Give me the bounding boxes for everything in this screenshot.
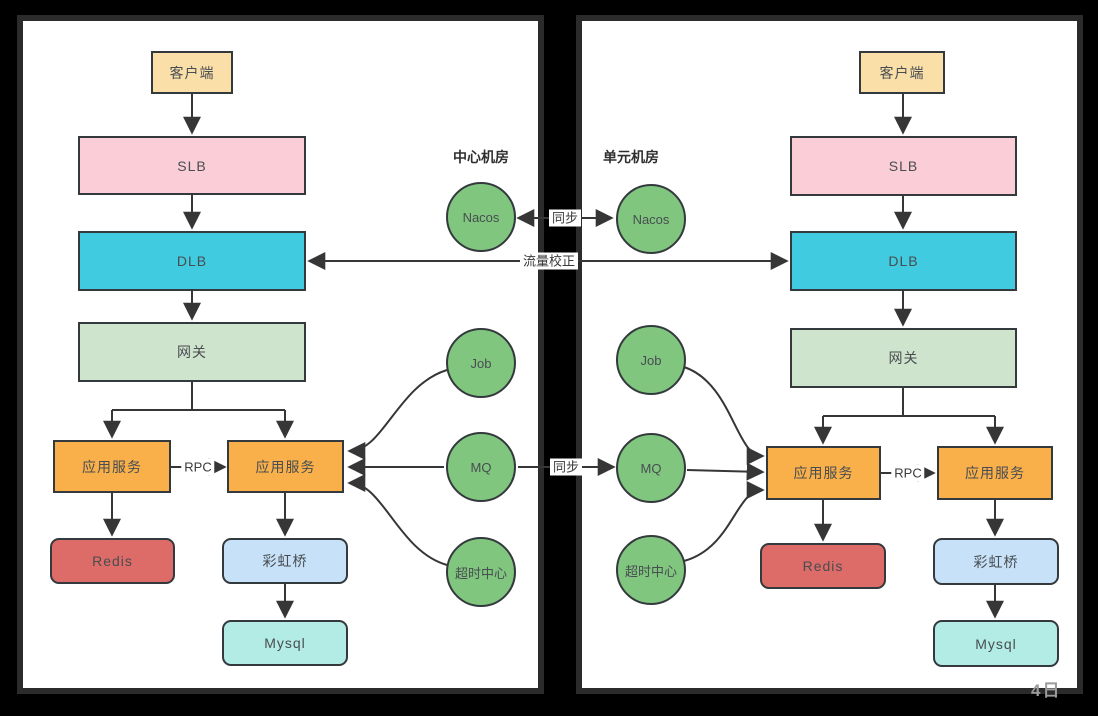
edge-timeout-app-left: [347, 474, 448, 566]
edge-gateway-split-right: [823, 388, 995, 417]
edge-label-nacos-sync: 同步: [548, 209, 582, 227]
circle-mq-right: MQ: [616, 433, 686, 503]
node-mysql-left: Mysql: [222, 620, 348, 666]
region-label-center-room: 中心机房: [453, 149, 509, 165]
circle-mq-left: MQ: [446, 432, 516, 502]
circle-job-left: Job: [446, 328, 516, 398]
watermark: 4日: [1031, 681, 1062, 700]
circle-nacos-right: Nacos: [616, 184, 686, 254]
node-client-right: 客户端: [859, 51, 945, 94]
node-dlb-right: DLB: [790, 231, 1017, 291]
edge-label-mq-sync: 同步: [549, 458, 583, 476]
node-app-service-a-left: 应用服务: [53, 440, 171, 493]
edge-label-rpc-left: RPC: [181, 458, 215, 476]
node-gateway-right: 网关: [790, 328, 1017, 388]
edge-mq-app-right: [686, 462, 765, 481]
circle-timeout-center-right: 超时中心: [616, 535, 686, 605]
node-slb-right: SLB: [790, 136, 1017, 196]
edge-label-rpc-right: RPC: [891, 464, 925, 482]
node-client-left: 客户端: [151, 51, 233, 94]
node-mysql-right: Mysql: [933, 620, 1059, 667]
node-slb-left: SLB: [78, 136, 306, 195]
edge-gateway-split-left: [112, 382, 285, 411]
circle-nacos-left: Nacos: [446, 182, 516, 252]
node-dlb-left: DLB: [78, 231, 306, 291]
edge-timeout-app-right: [683, 481, 765, 562]
edge-job-app-right: [683, 366, 765, 465]
region-label-unit-room: 单元机房: [603, 149, 659, 165]
node-app-service-b-right: 应用服务: [937, 446, 1053, 500]
node-gateway-left: 网关: [78, 322, 306, 382]
node-app-service-b-left: 应用服务: [227, 440, 344, 493]
edge-job-app-left: [347, 369, 448, 460]
node-rainbow-bridge-left: 彩虹桥: [222, 538, 348, 584]
node-redis-left: Redis: [50, 538, 175, 584]
circle-timeout-center-left: 超时中心: [446, 537, 516, 607]
node-rainbow-bridge-right: 彩虹桥: [933, 538, 1059, 585]
node-app-service-a-right: 应用服务: [766, 446, 881, 500]
node-redis-right: Redis: [760, 543, 886, 589]
edge-label-traffic-correction: 流量校正: [519, 252, 579, 270]
circle-job-right: Job: [616, 325, 686, 395]
